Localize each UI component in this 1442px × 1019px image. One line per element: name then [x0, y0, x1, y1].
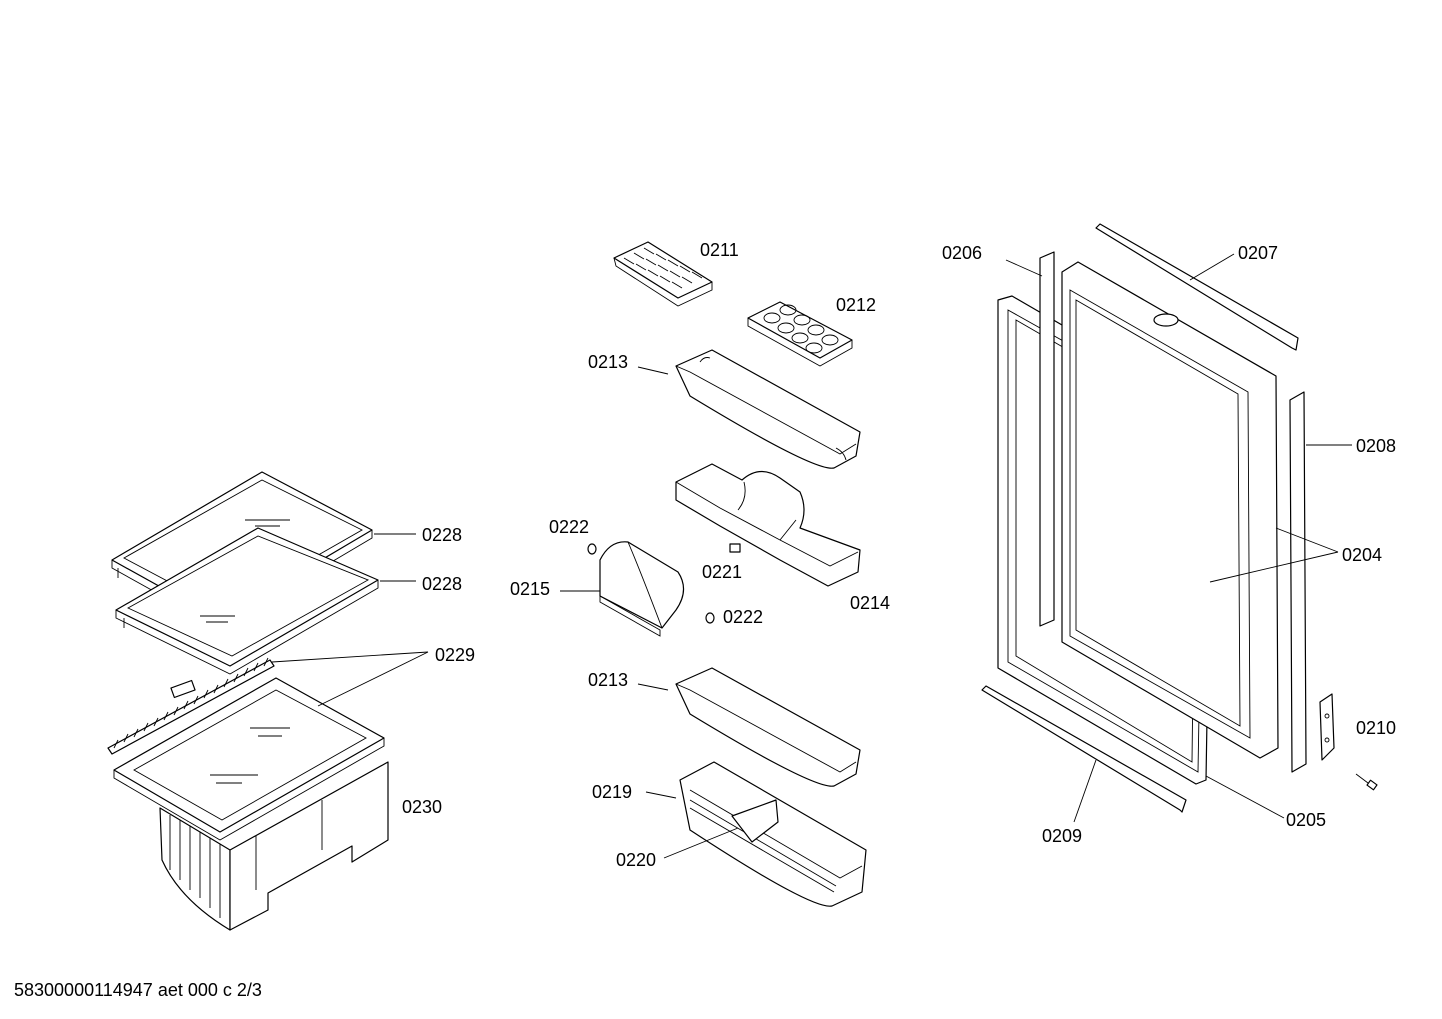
- label-0204: 0204: [1342, 545, 1382, 565]
- document-code: 58300000114947 aet 000 c 2/3: [14, 980, 262, 1000]
- label-0215: 0215: [510, 579, 550, 599]
- washer-0222-upper: [587, 543, 597, 555]
- label-0228-lower: 0228: [422, 574, 462, 594]
- glass-shelf-lower: [115, 527, 379, 675]
- label-0229: 0229: [435, 645, 475, 665]
- label-0219: 0219: [592, 782, 632, 802]
- flap-cover: [599, 541, 685, 637]
- label-0212: 0212: [836, 295, 876, 315]
- label-0213-upper: 0213: [588, 352, 628, 372]
- label-0209: 0209: [1042, 826, 1082, 846]
- label-0221: 0221: [702, 562, 742, 582]
- label-0208: 0208: [1356, 436, 1396, 456]
- label-0213-lower: 0213: [588, 670, 628, 690]
- washer-0222-lower: [705, 612, 715, 624]
- trim-strip-top: [1095, 223, 1299, 351]
- label-0210: 0210: [1356, 718, 1396, 738]
- shelf-hinge-strip: [107, 657, 275, 755]
- label-0222-lower: 0222: [723, 607, 763, 627]
- crisper-cover: [113, 677, 385, 841]
- leader-lines: [271, 253, 1352, 859]
- pin-0221: [729, 543, 741, 553]
- trim-strip-right: [1289, 391, 1307, 773]
- label-0230: 0230: [402, 797, 442, 817]
- label-0228-upper: 0228: [422, 525, 462, 545]
- door-panel: [1061, 261, 1279, 759]
- bin-divider: [731, 799, 779, 843]
- label-0211: 0211: [700, 240, 739, 260]
- label-0214: 0214: [850, 593, 890, 613]
- crisper-drawer: [159, 761, 389, 931]
- label-0220: 0220: [616, 850, 656, 870]
- trim-strip-bottom: [981, 685, 1187, 813]
- egg-tray: [747, 301, 853, 367]
- ice-cube-tray: [613, 241, 713, 307]
- bottle-holder: [675, 463, 861, 587]
- door-bin-upper: [675, 349, 861, 469]
- label-0207: 0207: [1238, 243, 1278, 263]
- door-bin-lower: [675, 667, 861, 787]
- label-0206: 0206: [942, 243, 982, 263]
- trim-strip-left: [1039, 251, 1055, 627]
- hinge-bracket: [1319, 693, 1335, 761]
- label-0205: 0205: [1286, 810, 1326, 830]
- label-0222-upper: 0222: [549, 517, 589, 537]
- screw: [1355, 773, 1378, 791]
